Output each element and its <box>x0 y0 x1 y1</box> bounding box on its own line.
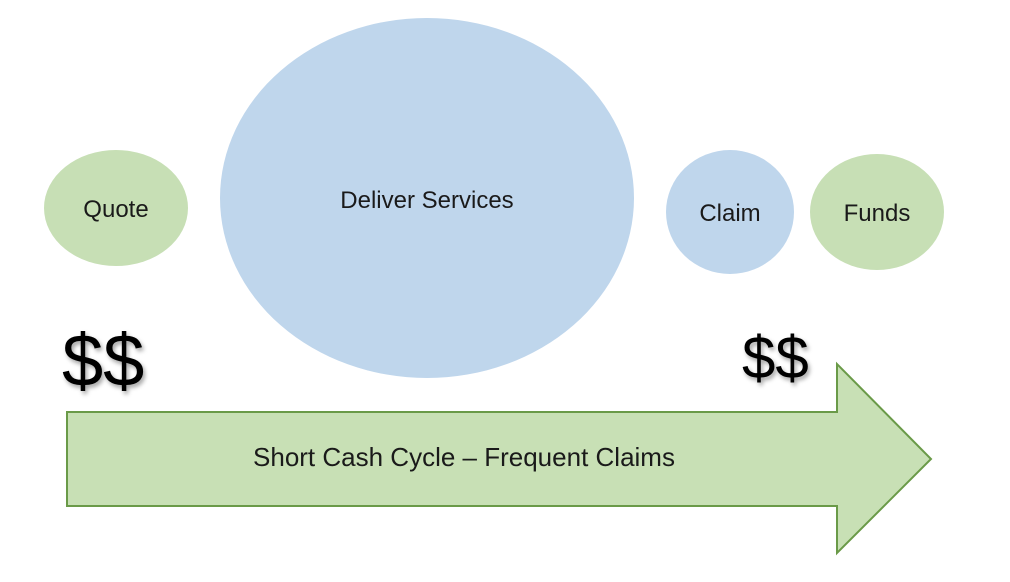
arrow-shape <box>66 361 933 556</box>
deliver-services-ellipse <box>220 18 634 378</box>
claim-ellipse <box>666 150 794 274</box>
deliver-services-label: Deliver Services <box>340 187 513 214</box>
quote-node: Quote <box>44 150 188 266</box>
funds-label: Funds <box>844 200 911 227</box>
quote-label: Quote <box>83 196 148 223</box>
arrow-label: Short Cash Cycle – Frequent Claims <box>253 442 675 472</box>
funds-ellipse <box>810 154 944 270</box>
claim-node: Claim <box>666 150 794 274</box>
funds-node: Funds <box>810 154 944 270</box>
money-right-label: $$ <box>742 324 809 391</box>
money-left-label: $$ <box>62 319 144 402</box>
quote-ellipse <box>44 150 188 266</box>
deliver-services-node: Deliver Services <box>220 18 634 378</box>
claim-label: Claim <box>699 200 760 227</box>
cash-cycle-arrow: Short Cash Cycle – Frequent Claims <box>66 361 933 556</box>
